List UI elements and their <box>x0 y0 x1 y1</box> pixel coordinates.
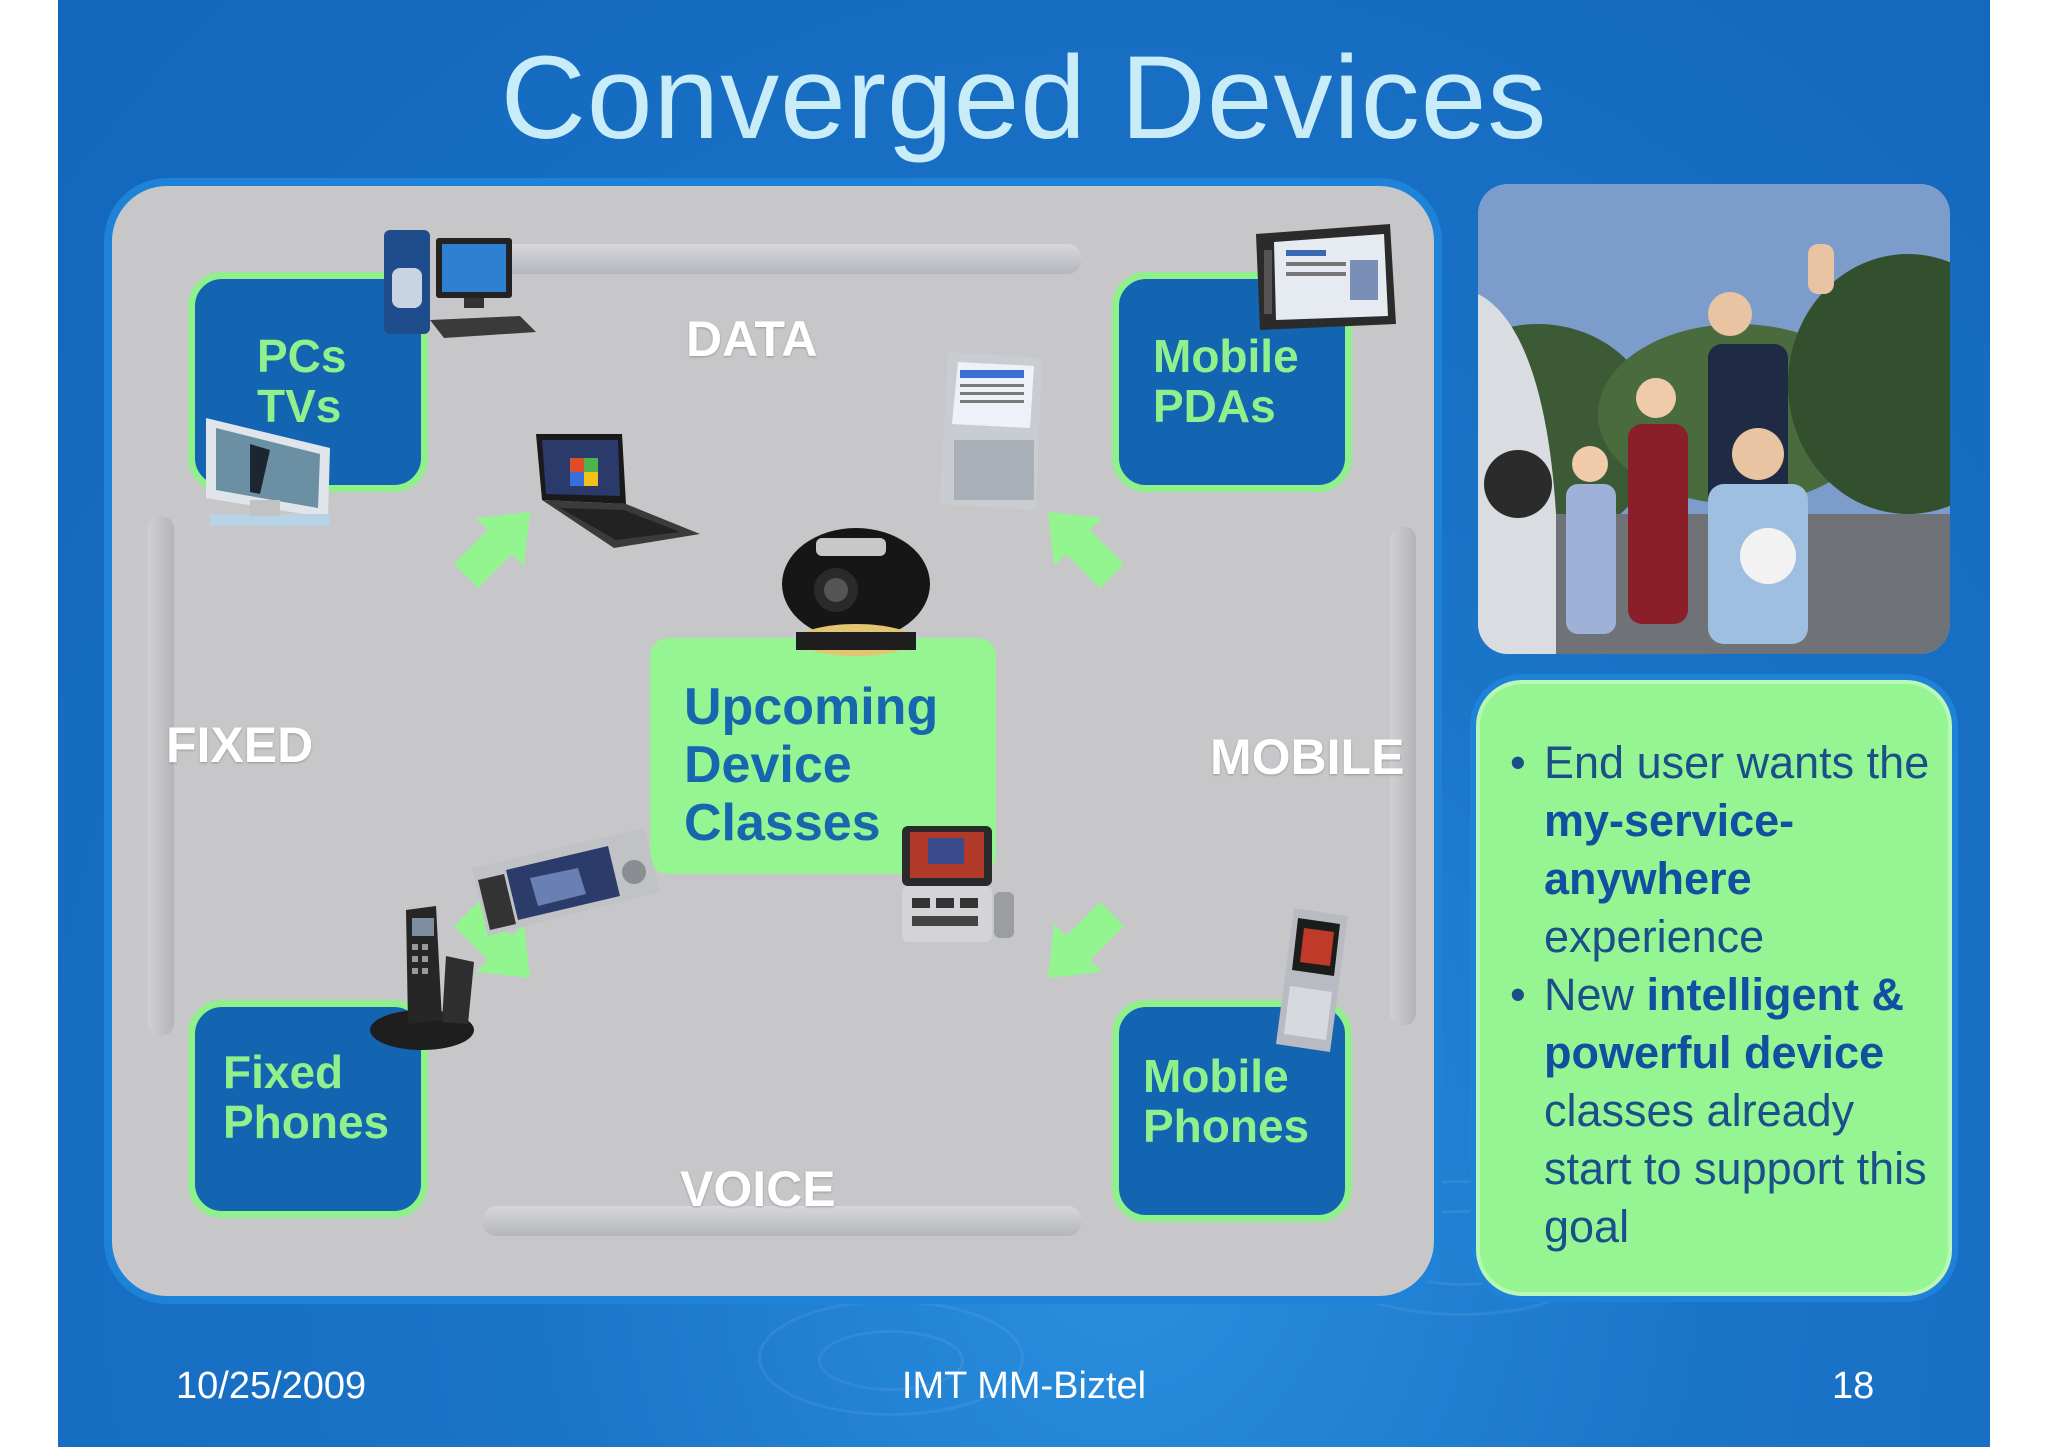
smartphone-icon <box>940 352 1042 510</box>
arrow-icon <box>454 902 530 978</box>
slide: Converged Devices PCs TVs Mobile PDAs Fi… <box>58 0 1990 1447</box>
bullet-text-bold: intelligent & powerful device <box>1544 969 1905 1078</box>
bullet-text-regular: New <box>1544 969 1647 1020</box>
water-ripple <box>818 1330 964 1391</box>
center-line: Classes <box>684 794 881 852</box>
axis-label-voice: VOICE <box>680 1161 836 1217</box>
bullet-dot: • <box>1510 969 1526 1020</box>
footer-date: 10/25/2009 <box>176 1365 367 1407</box>
fixed-band <box>148 516 174 1036</box>
corner-fixed-phones: Fixed Phones <box>188 1000 428 1218</box>
water-ripple <box>758 1300 1024 1416</box>
slide-title: Converged Devices <box>500 32 1548 164</box>
center-line: Upcoming <box>684 678 939 736</box>
corner-line: Mobile <box>1153 330 1299 382</box>
slider-phone-icon <box>472 828 660 936</box>
arrow-icon <box>1048 512 1124 588</box>
convergence-diagram: PCs TVs Mobile PDAs Fixed Phones Mobile … <box>112 186 1434 1296</box>
corner-line: Phones <box>1143 1100 1310 1152</box>
axis-label-data: DATA <box>686 311 818 367</box>
corner-line: PCs <box>257 330 347 382</box>
family-photo <box>1478 184 1950 654</box>
axis-label-mobile: MOBILE <box>1210 729 1405 785</box>
bullet-item: • End user wants the my-service-anywhere… <box>1510 734 1940 966</box>
corner-line: Mobile <box>1143 1050 1289 1102</box>
flat-tv-icon <box>206 418 330 526</box>
bullet-text: End user wants the my-service-anywhere e… <box>1510 734 1940 966</box>
corner-line: TVs <box>257 380 342 432</box>
family-photo-illustration <box>1478 184 1950 654</box>
center-line: Device <box>684 736 852 794</box>
bullet-dot: • <box>1510 737 1526 788</box>
bullet-text: New intelligent & powerful device classe… <box>1510 966 1940 1256</box>
bullet-text-regular: experience <box>1544 911 1765 962</box>
desktop-pc-icon <box>384 230 536 338</box>
axis-label-fixed: FIXED <box>166 717 314 773</box>
bullet-text-regular: classes already start to support this go… <box>1544 1085 1927 1252</box>
corner-line: Fixed <box>223 1046 344 1098</box>
voice-band <box>482 1206 1082 1236</box>
bullet-callout: • End user wants the my-service-anywhere… <box>1476 680 1952 1296</box>
footer-center: IMT MM-Biztel <box>901 1365 1147 1407</box>
arrow-icon <box>454 512 530 588</box>
arrow-icon <box>1048 902 1124 978</box>
bullet-item: • New intelligent & powerful device clas… <box>1510 966 1940 1256</box>
corner-line: PDAs <box>1153 380 1276 432</box>
camcorder-icon <box>782 528 930 656</box>
corner-line: Phones <box>223 1096 390 1148</box>
page-number: 18 <box>1832 1365 1875 1407</box>
mobile-band <box>1390 526 1416 1026</box>
pda-icon <box>1256 224 1396 330</box>
media-phone-icon <box>902 826 1014 942</box>
mobile-phone-icon <box>1276 908 1348 1052</box>
bullet-text-regular: End user wants the <box>1544 737 1930 788</box>
laptop-icon <box>536 434 700 548</box>
cordless-phone-icon <box>370 906 474 1050</box>
bullet-text-bold: my-service-anywhere <box>1544 795 1795 904</box>
data-band <box>482 244 1082 274</box>
corner-mobile-pdas: Mobile PDAs <box>1112 272 1352 492</box>
